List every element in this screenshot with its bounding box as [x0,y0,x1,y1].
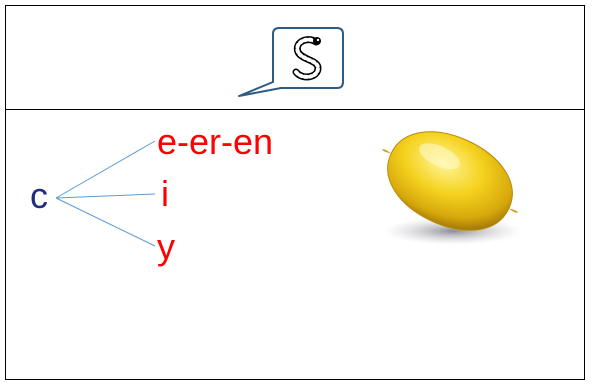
snake-s-icon [292,36,322,81]
row-divider [6,109,584,110]
root-letter: c [30,175,48,216]
speech-bubble [238,27,344,97]
branch-e-er-en: e-er-en [157,121,274,162]
lemon-icon [382,131,523,245]
branch-y: y [157,226,175,267]
lesson-card: c e-er-en i y [5,5,585,380]
branch-lines [55,140,156,247]
branch-i: i [161,173,169,214]
